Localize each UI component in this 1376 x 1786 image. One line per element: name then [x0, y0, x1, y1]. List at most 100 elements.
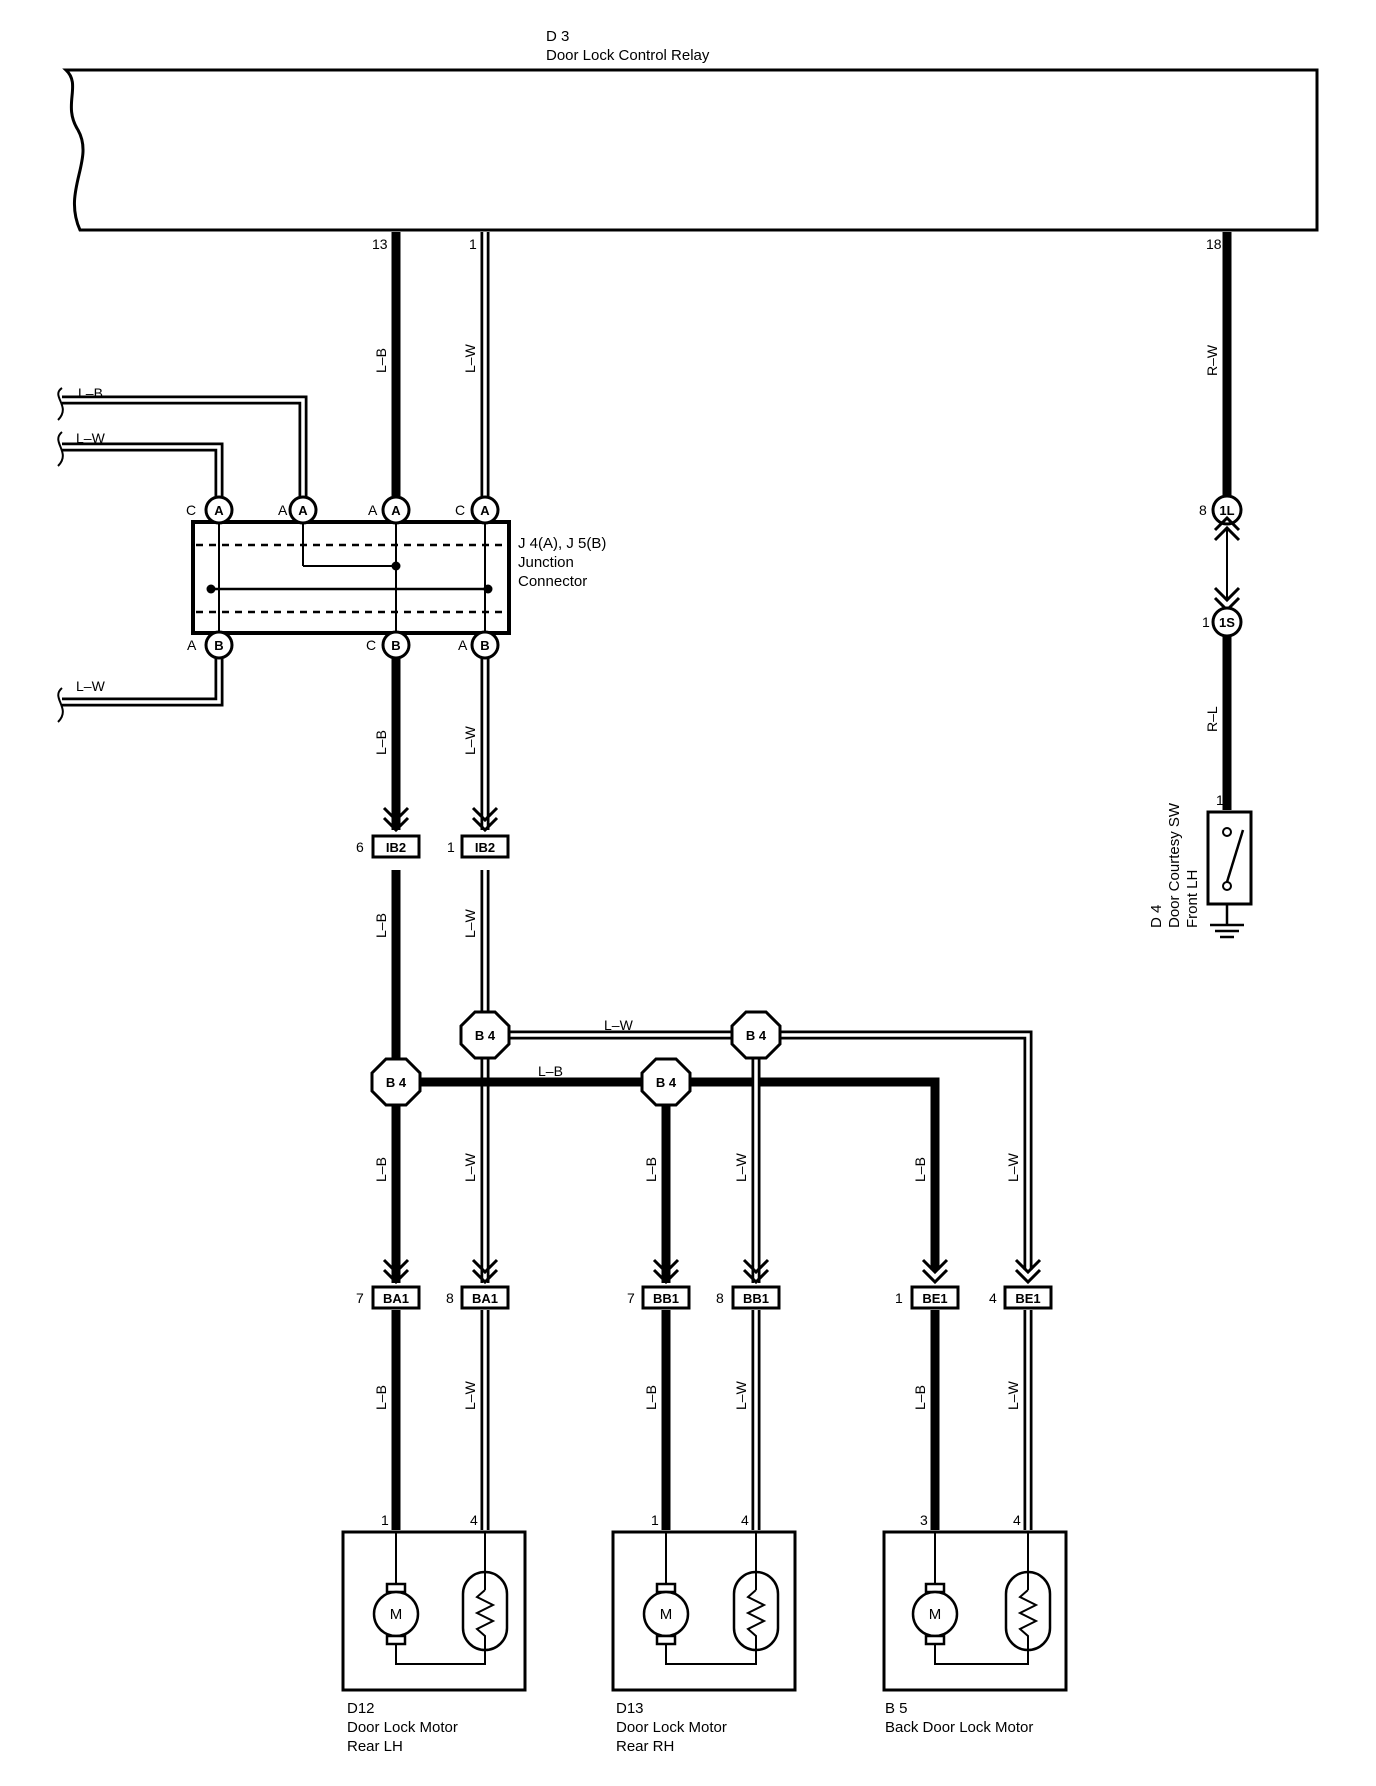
- motor-b5-pin-a: 3: [920, 1512, 928, 1528]
- switch-line2: Front LH: [1184, 870, 1201, 928]
- wire-label-lb-3: L–B: [373, 913, 389, 938]
- wire-label-lb-5: L–B: [643, 1157, 659, 1182]
- svg-text:7: 7: [356, 1290, 364, 1306]
- wire-label-rl: R–L: [1204, 706, 1220, 732]
- wire-label-lw-5: L–W: [733, 1152, 749, 1182]
- svg-text:B 4: B 4: [475, 1028, 496, 1043]
- relay-body: [62, 68, 1319, 232]
- switch-line1: Door Courtesy SW: [1166, 802, 1183, 928]
- wire-label-lb-7: L–B: [373, 1385, 389, 1410]
- junction-top-pin-2: A A: [278, 495, 318, 525]
- wire-label-lb-4: L–B: [373, 1157, 389, 1182]
- motor-d12-pin-b: 4: [470, 1512, 478, 1528]
- motor-d13-line2: Rear RH: [616, 1738, 674, 1755]
- svg-text:BB1: BB1: [653, 1291, 679, 1306]
- main-wires: [391, 232, 1232, 1530]
- motor-d13-pin-a: 1: [651, 1512, 659, 1528]
- wire-label-lb-9: L–B: [912, 1385, 928, 1410]
- bus-label-lw: L–W: [604, 1017, 634, 1033]
- junction-top-pins: A C A A A A A C: [186, 495, 500, 525]
- relay-pin-1: 1: [469, 236, 477, 252]
- svg-text:B 4: B 4: [746, 1028, 767, 1043]
- wire-label-lb-8: L–B: [643, 1385, 659, 1410]
- svg-text:4: 4: [989, 1290, 997, 1306]
- splice-b4-4: B 4: [640, 1057, 692, 1107]
- junction-top-pin-1: A C: [186, 495, 234, 525]
- inline-connectors: IB2 6 IB2 1 BA1 7 BA1 8 BB1 7 BB1 8: [356, 834, 1053, 1310]
- wire-label-lw-1: L–W: [462, 343, 478, 373]
- splice-b4-2: B 4: [730, 1010, 782, 1060]
- side-wire-lw-lower: L–W: [76, 678, 106, 694]
- motor-d13-symbol: M: [660, 1606, 673, 1623]
- svg-text:A: A: [368, 502, 378, 518]
- svg-text:C: C: [455, 502, 465, 518]
- switch-pin: 1: [1216, 792, 1224, 808]
- svg-text:BA1: BA1: [383, 1291, 409, 1306]
- junction-connector: J 4(A), J 5(B) Junction Connector: [191, 510, 606, 645]
- relay-pin-18: 18: [1206, 236, 1222, 252]
- svg-text:B: B: [214, 638, 223, 653]
- junction-bottom-pins: B A B C B A: [187, 630, 500, 660]
- svg-text:C: C: [186, 502, 196, 518]
- connector-1s: 1S: [1219, 615, 1235, 630]
- svg-text:A: A: [214, 503, 224, 518]
- connector-ba1-right: BA1 8: [446, 1285, 510, 1310]
- svg-text:6: 6: [356, 839, 364, 855]
- motor-d12: 1 4 M D12 Door Lock Motor Rear LH: [341, 1512, 527, 1755]
- svg-text:A: A: [187, 637, 197, 653]
- side-wire-lb: L–B: [78, 385, 103, 401]
- wire-label-lw-2: L–W: [462, 725, 478, 755]
- junction-top-pin-4: A C: [455, 495, 500, 525]
- connector-be1-left: BE1 1: [895, 1285, 960, 1310]
- svg-text:1: 1: [895, 1290, 903, 1306]
- motor-d12-symbol: M: [390, 1606, 403, 1623]
- svg-text:A: A: [391, 503, 401, 518]
- svg-text:B 4: B 4: [656, 1075, 677, 1090]
- svg-text:BB1: BB1: [743, 1291, 769, 1306]
- junction-line2: Connector: [518, 573, 587, 590]
- splice-b4-1: B 4: [459, 1010, 511, 1060]
- junction-bottom-pin-1: B A: [187, 630, 234, 660]
- junction-bottom-pin-3: B A: [458, 630, 500, 660]
- connector-ba1-left: BA1 7: [356, 1285, 421, 1310]
- splice-b4-3: B 4: [370, 1057, 422, 1107]
- wire-label-lb-2: L–B: [373, 730, 389, 755]
- relay-pin-13: 13: [372, 236, 388, 252]
- connector-ib2-left: IB2 6: [356, 834, 421, 859]
- motor-b5: 3 4 M B 5 Back Door Lock Motor: [882, 1512, 1068, 1736]
- wire-label-lw-4: L–W: [462, 1152, 478, 1182]
- connector-ib2-right: IB2 1: [447, 834, 510, 859]
- relay-id: D 3: [546, 28, 569, 45]
- junction-top-pin-3: A A: [368, 495, 411, 525]
- svg-text:B 4: B 4: [386, 1075, 407, 1090]
- junction-bottom-pin-2: B C: [366, 630, 411, 660]
- wire-label-lb-1: L–B: [373, 348, 389, 373]
- door-courtesy-switch: 1 D 4 Door Courtesy SW Front LH: [1148, 792, 1253, 939]
- bus-label-lb: L–B: [538, 1063, 563, 1079]
- svg-text:1: 1: [447, 839, 455, 855]
- svg-text:IB2: IB2: [475, 840, 495, 855]
- svg-text:A: A: [278, 502, 288, 518]
- side-wire-lw-upper: L–W: [76, 430, 106, 446]
- splice-points: B 4 B 4 B 4 B 4: [370, 1010, 782, 1107]
- motor-d12-line2: Rear LH: [347, 1738, 403, 1755]
- svg-text:A: A: [458, 637, 468, 653]
- wire-label-lw-7: L–W: [462, 1380, 478, 1410]
- junction-line1: Junction: [518, 554, 574, 571]
- junction-id: J 4(A), J 5(B): [518, 535, 606, 552]
- side-branch-wires: L–B L–W L–W: [57, 385, 308, 723]
- connector-be1-right: BE1 4: [989, 1285, 1053, 1310]
- connector-1l: 1L: [1219, 503, 1234, 518]
- connector-bb1-left: BB1 7: [627, 1285, 691, 1310]
- svg-text:BE1: BE1: [1015, 1291, 1040, 1306]
- svg-text:A: A: [298, 503, 308, 518]
- motor-b5-id: B 5: [885, 1700, 908, 1717]
- svg-text:BA1: BA1: [472, 1291, 498, 1306]
- motor-d13-id: D13: [616, 1700, 644, 1717]
- wire-label-lb-6: L–B: [912, 1157, 928, 1182]
- svg-text:A: A: [480, 503, 490, 518]
- wire-label-lw-6: L–W: [1005, 1152, 1021, 1182]
- connector-bb1-right: BB1 8: [716, 1285, 781, 1310]
- wire-label-rw: R–W: [1204, 344, 1220, 376]
